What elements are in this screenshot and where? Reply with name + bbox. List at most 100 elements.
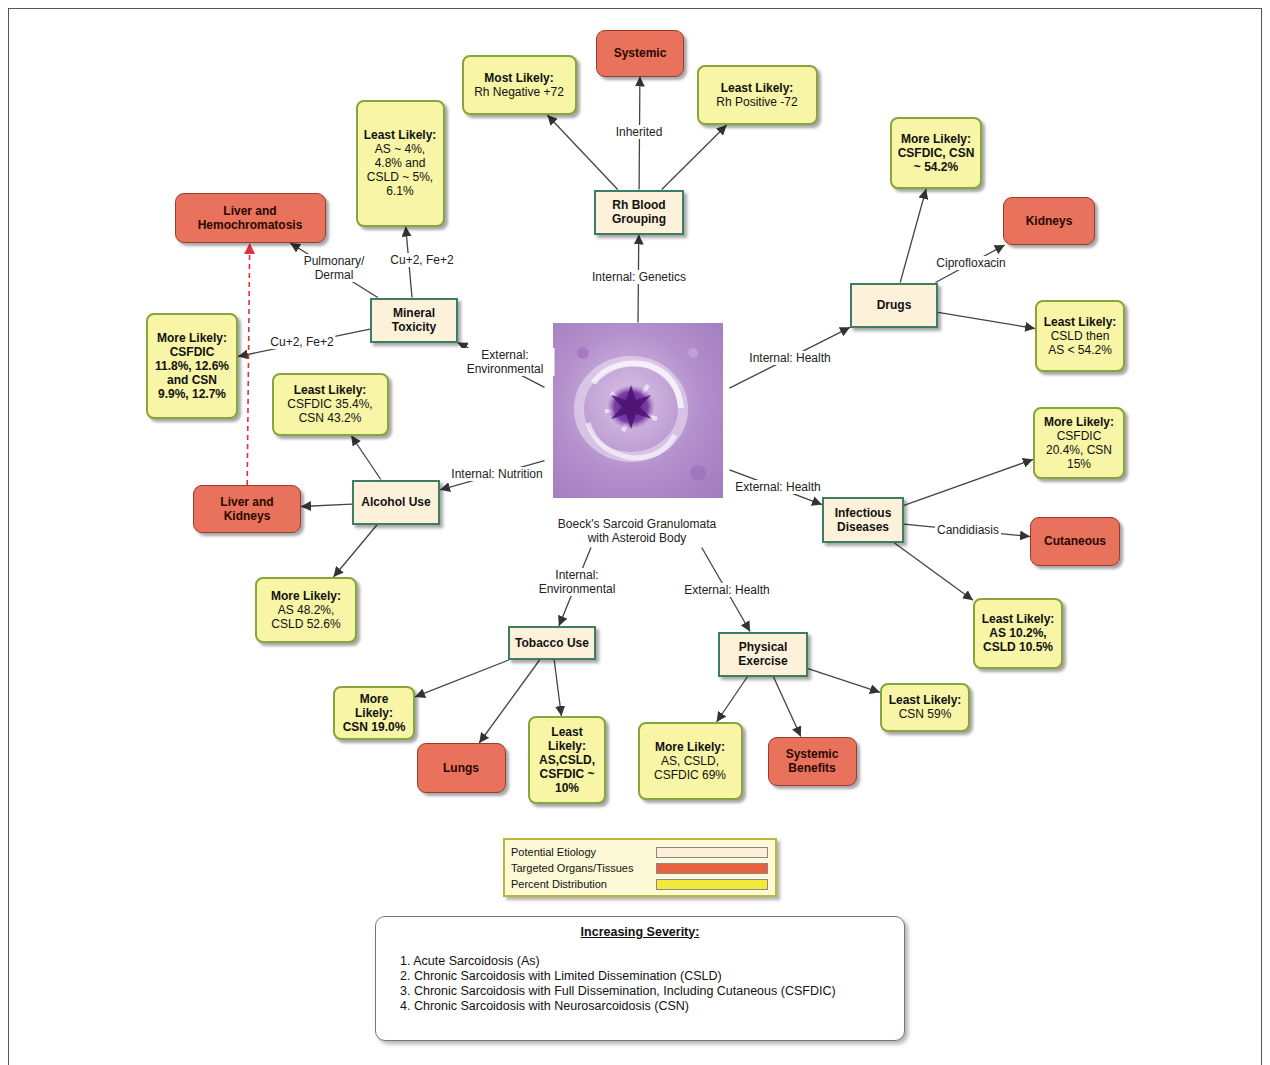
distribution-box: More Likely:AS, CSLD, CSFDIC 69% [638,722,743,800]
etiology-box: Infectious Diseases [822,497,904,543]
edge-label: External: Health [682,583,771,597]
legend-box: Potential EtiologyTargeted Organs/Tissue… [503,838,777,897]
box-text: 3. Chronic Sarcoidosis with Full Dissemi… [400,984,880,999]
connector-arrow [554,660,561,716]
distribution-box: More Likely:CSN 19.0% [333,686,415,740]
box-heading: Least Likely: [1044,315,1117,329]
connector-arrow [900,189,926,283]
etiology-box: Physical Exercise [718,632,808,677]
edge-label: Ciprofloxacin [934,256,1007,270]
legend-row: Targeted Organs/Tissues [511,860,769,876]
box-text: CSN 59% [899,707,952,721]
connector-arrow [238,329,370,356]
organ-box: Cutaneous [1030,517,1120,566]
legend-swatch [656,863,768,874]
connector-arrow [808,669,880,693]
box-heading: More Likely: [901,132,971,146]
edge-label: Internal: Environmental [528,568,627,596]
box-text: Rh Negative +72 [474,85,564,99]
box-text: CSFDIC, CSN ~ 54.2% [897,146,975,174]
distribution-box: Least Likely:AS,CSLD, CSFDIC ~ 10% [528,716,606,804]
edge-label: Internal: Nutrition [449,467,544,481]
box-heading: More Likely: [157,331,227,345]
box-heading: Rh Blood Grouping [600,198,678,226]
distribution-box: Most Likely:Rh Negative +72 [462,55,577,115]
edge-label: Inherited [614,125,665,139]
box-heading: More Likely: [1044,415,1114,429]
box-heading: More Likely: [340,692,408,720]
connector-arrow [904,459,1033,505]
box-heading: More Likely: [271,589,341,603]
etiology-box: Rh Blood Grouping [594,190,684,235]
box-heading: Most Likely: [484,71,553,85]
connector-arrow [730,470,823,505]
box-text: Rh Positive -72 [716,95,797,109]
box-heading: Least Likely: [889,693,962,707]
connector-arrow [547,115,617,190]
distribution-box: More Likely:CSFDIC, CSN ~ 54.2% [890,117,982,189]
edge-label: Pulmonary/ Dermal [297,254,371,282]
edge-label: External: Environmental [456,348,555,376]
organ-box: Liver and Kidneys [193,485,301,533]
distribution-box: Least Likely:CSFDIC 35.4%, CSN 43.2% [272,373,389,436]
legend-swatch [656,847,768,858]
connector-arrow [773,677,801,737]
connector-arrow [290,243,378,298]
box-heading: Least Likely: [294,383,367,397]
edge-label: Internal: Genetics [590,270,688,284]
box-heading: Cutaneous [1044,534,1106,548]
organ-box: Liver and Hemochromatosis [175,193,326,243]
box-heading: Liver and Hemochromatosis [180,204,321,232]
box-heading: Least Likely: [982,612,1055,626]
box-heading: Boeck's Sarcoid Granulomata with Asteroi… [552,517,722,545]
box-text: AS,CSLD, CSFDIC ~ 10% [535,753,599,795]
etiology-box: Alcohol Use [352,480,440,525]
organ-box: Systemic Benefits [768,737,857,786]
edge-label: Cu+2, Fe+2 [388,253,455,267]
box-heading: Least Likely: [721,81,794,95]
box-heading: Increasing Severity: [400,925,880,940]
distribution-box: Least Likely:CSN 59% [880,683,970,732]
etiology-box: Mineral Toxicity [370,298,458,343]
box-text: 1. Acute Sarcoidosis (As) [400,954,880,969]
box-heading: Liver and Kidneys [198,495,296,523]
organ-box: Systemic [596,30,684,77]
box-text: CSFDIC 35.4%, CSN 43.2% [279,397,382,425]
connector-arrow [301,504,352,506]
box-text: AS, CSLD, CSFDIC 69% [645,754,736,782]
connector-arrow [440,461,545,490]
distribution-box: Least Likely:AS 10.2%, CSLD 10.5% [973,598,1063,669]
edge-label: Cu+2, Fe+2 [268,335,335,349]
box-heading: Physical Exercise [724,640,802,668]
organ-box: Kidneys [1003,197,1095,245]
connector-arrow [730,327,851,388]
connector-arrow [334,525,378,578]
box-heading: Systemic [614,46,667,60]
connector-arrow [415,660,509,697]
organ-box: Lungs [417,743,506,793]
box-heading: More Likely: [655,740,725,754]
box-heading: Drugs [877,298,912,312]
box-text: 2. Chronic Sarcoidosis with Limited Diss… [400,969,880,984]
distribution-box: More Likely:AS 48.2%, CSLD 52.6% [255,577,357,643]
legend-text: Targeted Organs/Tissues [511,862,656,875]
box-heading: Infectious Diseases [828,506,898,534]
box-text: CSN 19.0% [343,720,406,734]
legend-row: Percent Distribution [511,876,769,892]
distribution-box: More Likely:CSFDIC 11.8%, 12.6% and CSN … [146,313,238,419]
box-text: CSFDIC 11.8%, 12.6% and CSN 9.9%, 12.7% [153,345,231,401]
box-text: CSFDIC 20.4%, CSN 15% [1040,429,1118,471]
box-text: AS 48.2%, CSLD 52.6% [262,603,350,631]
edge-label: Internal: Health [747,351,832,365]
distribution-box: Least Likely:Rh Positive -72 [697,65,818,125]
box-heading: Least Likely: [364,128,437,142]
legend-text: Potential Etiology [511,846,656,859]
box-heading: Systemic Benefits [773,747,852,775]
connector-arrow [662,125,727,190]
box-heading: Least Likely: [535,725,599,753]
dashed-arrow [247,243,250,485]
severity-box: Increasing Severity: 1. Acute Sarcoidosis… [375,916,905,1041]
connector-arrow [938,312,1035,328]
illustration-node: Boeck's Sarcoid Granulomata with Asteroi… [545,323,730,548]
box-text: 4. Chronic Sarcoidosis with Neurosarcoid… [400,999,880,1014]
